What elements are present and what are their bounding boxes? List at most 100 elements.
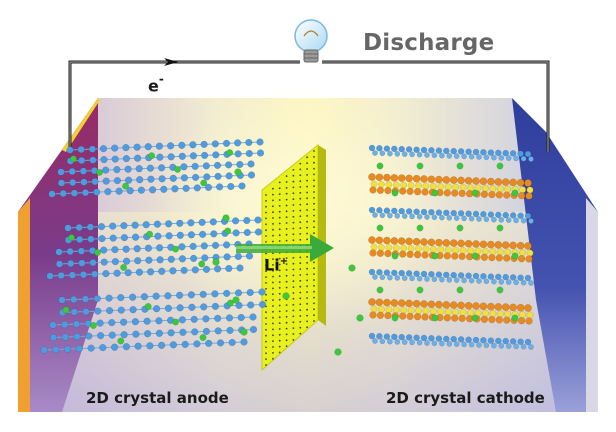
cathode-atom (409, 275, 415, 282)
separator-pores (265, 150, 315, 366)
separator-pore (265, 252, 267, 255)
anode-atom (117, 294, 125, 302)
cathode-lithium-ion (416, 224, 424, 232)
cathode-atom (383, 298, 391, 307)
anode-atom (228, 338, 236, 347)
cathode-atom (383, 333, 391, 340)
anode-atom (210, 230, 218, 238)
separator-pore (265, 358, 267, 360)
anode-atom (205, 339, 213, 348)
cathode-atom (443, 209, 450, 217)
separator-pore (265, 194, 267, 196)
separator-pore (265, 328, 267, 331)
cathode-atom (450, 147, 457, 155)
anode-atom (89, 156, 97, 164)
anode-atom (189, 152, 198, 160)
anode-atom (158, 164, 166, 172)
cathode-atom (467, 309, 474, 317)
separator-pore (272, 357, 274, 360)
cathode-lithium-ion (456, 224, 464, 232)
anode-atom (189, 141, 197, 149)
cathode-atom (461, 215, 467, 222)
separator-pore (272, 299, 274, 301)
cathode-atom (464, 176, 473, 185)
cathode-atom (384, 187, 392, 195)
cathode-lithium-ion (511, 189, 519, 197)
cathode-atom (504, 185, 512, 193)
cathode-atom (390, 237, 399, 245)
cathode-atom (368, 206, 376, 214)
cathode-atom (416, 151, 423, 158)
cathode-atom (444, 183, 452, 191)
separator-pore (272, 187, 274, 190)
cathode-atom (391, 269, 398, 277)
cathode-lithium-ion (511, 314, 519, 322)
cathode-atom (383, 173, 391, 182)
anode-atom (144, 244, 153, 252)
anode-atom (202, 327, 211, 336)
anode-atom (214, 172, 222, 181)
cathode-atom (413, 270, 420, 277)
cathode-atom (420, 146, 428, 154)
separator-pore (313, 191, 315, 193)
cathode-atom (461, 341, 467, 348)
cathode-atom (416, 213, 423, 220)
cathode-lithium-ion (471, 189, 479, 197)
anode-atom (113, 269, 121, 277)
cathode-atom (431, 276, 438, 283)
cathode-atom (377, 305, 385, 313)
anode-atom (214, 265, 222, 273)
anode-atom (209, 218, 217, 226)
cathode-atom (427, 300, 436, 309)
cathode-atom (519, 249, 526, 257)
cathode-atom (372, 150, 378, 156)
cathode-atom (368, 332, 376, 340)
cathode-atom (370, 305, 378, 313)
cathode-atom (451, 314, 459, 322)
cathode-atom (453, 341, 460, 347)
anode-atom (137, 186, 146, 194)
cathode-atom (513, 217, 519, 224)
anode-atom (96, 319, 104, 327)
anode-atom (158, 175, 166, 183)
separator-side (318, 145, 326, 326)
cathode-atom (509, 150, 517, 157)
cathode-atom (524, 304, 532, 312)
cathode-atom (422, 245, 430, 253)
separator-pore (313, 150, 315, 152)
anode-atom (211, 302, 220, 311)
separator-pore (265, 323, 267, 325)
lithium-ions (212, 168, 364, 356)
anode-atom (243, 228, 251, 237)
anode-atom (237, 313, 245, 322)
cathode-atom (525, 192, 533, 200)
separator-pore (306, 191, 308, 194)
ion-flow-arrow-icon (236, 234, 334, 262)
separator-pore (292, 192, 295, 195)
cathode-atom (383, 269, 391, 276)
cathode-atom (421, 313, 429, 321)
cathode-atom (458, 252, 466, 261)
anode-atom (82, 308, 90, 316)
anode-atom (214, 314, 222, 323)
anode-atom (102, 270, 110, 278)
separator-pore (292, 315, 295, 318)
anode-atom (167, 153, 175, 161)
anode-atom (225, 161, 233, 169)
cathode-atom (491, 278, 497, 285)
cathode-atom (525, 317, 533, 325)
cathode-atom (405, 299, 413, 308)
separator-pore (299, 279, 302, 282)
separator-pore (285, 204, 288, 207)
cathode-atom (503, 254, 511, 262)
separator-pore (272, 275, 274, 278)
cathode-atom (398, 145, 405, 153)
anode-atom (189, 242, 197, 251)
cathode-atom (369, 249, 377, 257)
anode-atom (153, 305, 161, 313)
cathode-atom (498, 217, 505, 223)
cathode-atom (413, 208, 420, 215)
cathode-atom (479, 240, 488, 249)
cathode-atom (439, 276, 445, 283)
anode-atom (245, 138, 253, 147)
